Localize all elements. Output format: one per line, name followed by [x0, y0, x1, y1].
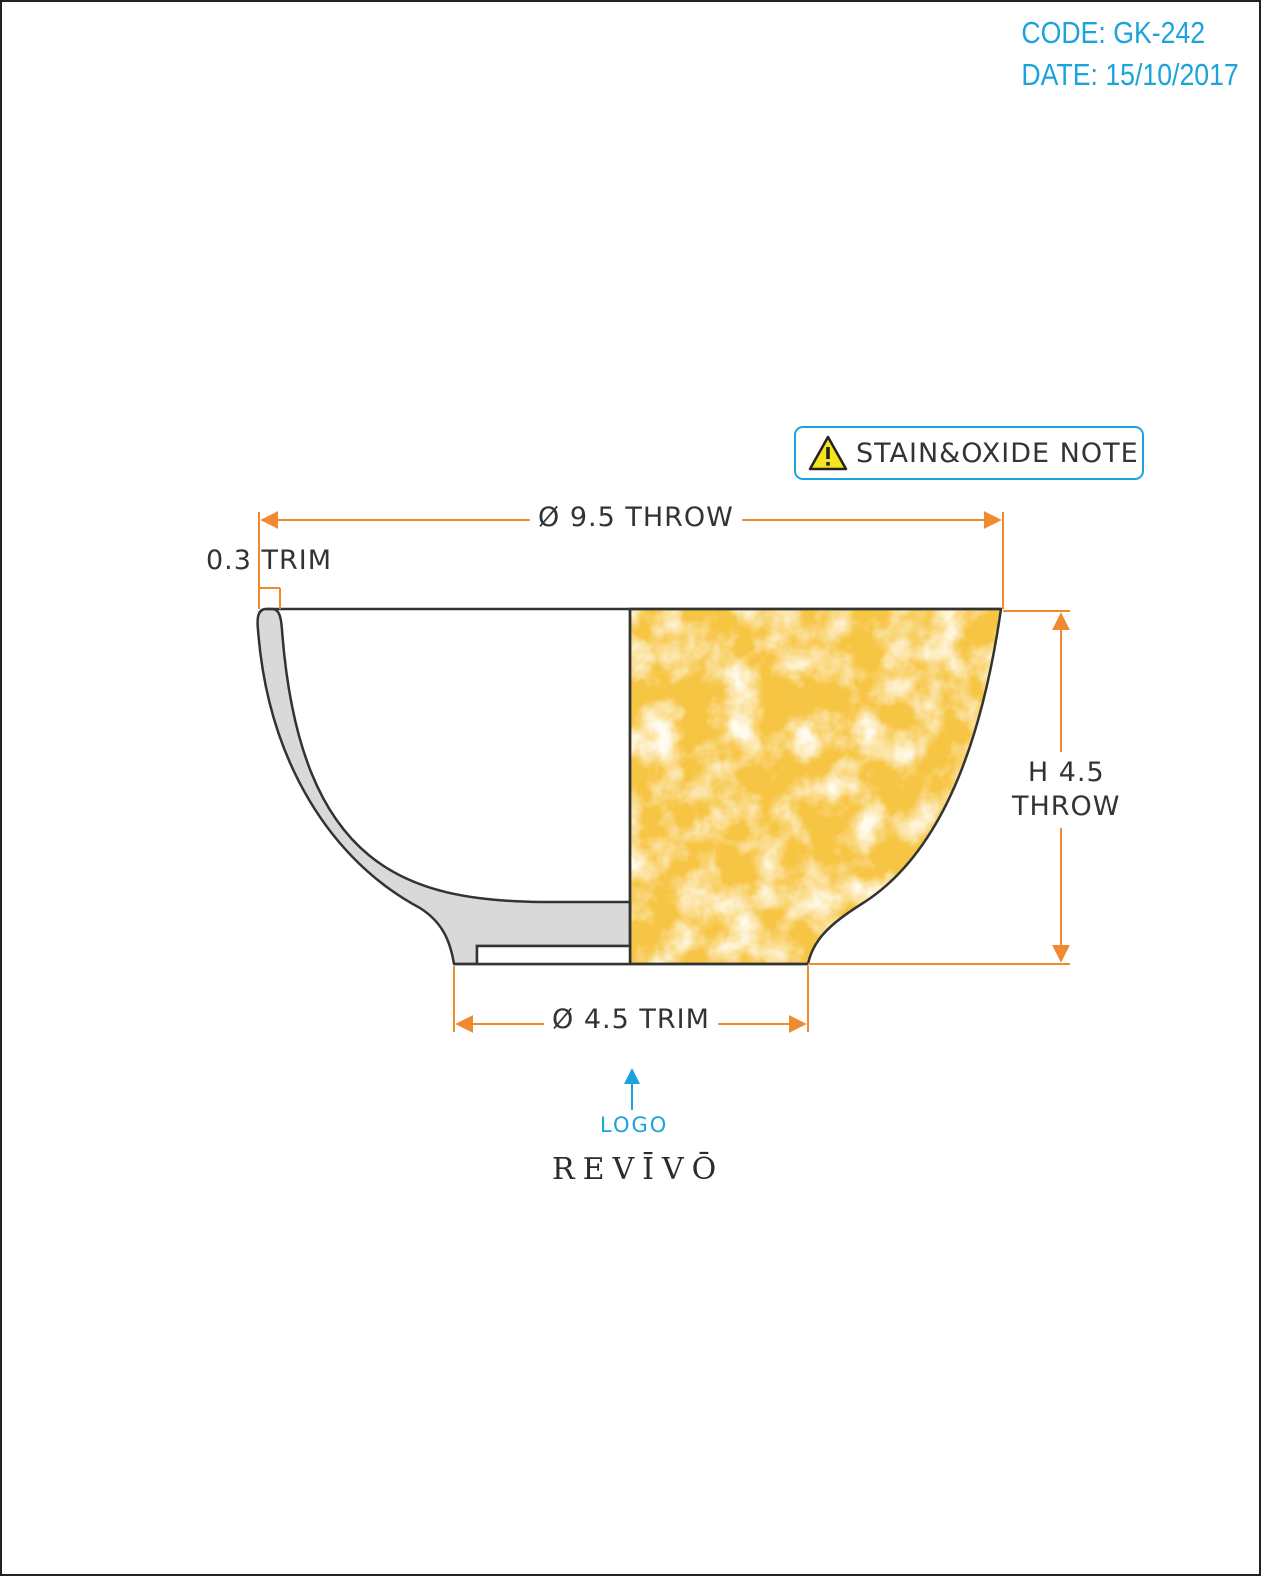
warning-icon [808, 435, 848, 471]
drawing-meta: CODE: GK-242 DATE: 15/10/2017 [1022, 12, 1239, 96]
bowl-cross-section [256, 607, 632, 966]
trim-dimension [258, 587, 281, 609]
foot-recess-fill [478, 947, 629, 963]
logo-pointer-arrow [624, 1068, 640, 1110]
brand-logo: REVĪVŌ [552, 1152, 725, 1187]
stain-oxide-note-box[interactable]: STAIN&OXIDE NOTE [794, 426, 1144, 480]
height-label: H 4.5 THROW [1010, 752, 1123, 828]
product-code: CODE: GK-242 [1021, 15, 1206, 50]
foot-diameter-label: Ø 4.5 TRIM [544, 1004, 718, 1035]
height-label-line2: THROW [1012, 791, 1121, 822]
note-label: STAIN&OXIDE NOTE [856, 437, 1139, 469]
rim-diameter-label: Ø 9.5 THROW [530, 502, 742, 533]
glaze-exterior-half [628, 607, 1003, 966]
drawing-date: DATE: 15/10/2017 [1021, 57, 1239, 92]
trim-label: 0.3 TRIM [206, 545, 333, 576]
logo-label: LOGO [600, 1113, 669, 1137]
height-label-line1: H 4.5 [1027, 757, 1105, 788]
